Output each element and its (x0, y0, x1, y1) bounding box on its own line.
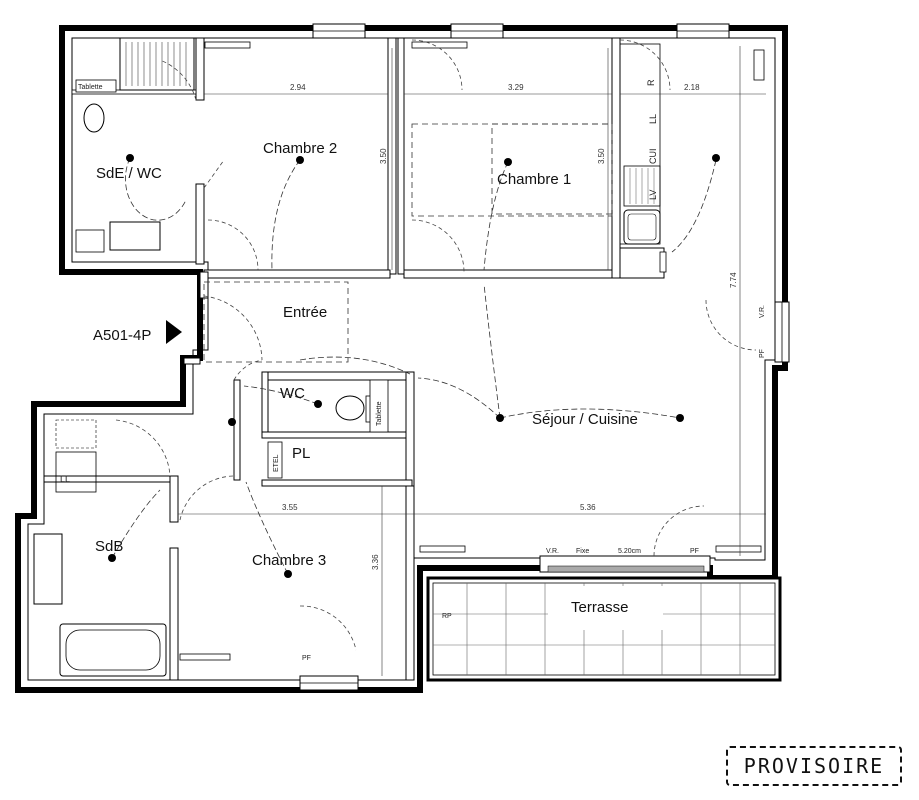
unit-label: A501-4P (93, 327, 151, 344)
dim-336: 3.36 (371, 554, 380, 570)
room-label-chambre-3: Chambre 3 (252, 552, 326, 569)
door-swings (115, 39, 757, 651)
room-label-sejour: Séjour / Cuisine (532, 411, 638, 428)
r-label: R (646, 79, 656, 86)
rp-label: RP (442, 613, 452, 620)
room-label-sdb: SdB (95, 538, 123, 555)
dim-350-a: 3.50 (379, 148, 388, 164)
tablette-label-sde: Tablette (78, 84, 103, 91)
wiring (111, 157, 717, 575)
dim-355: 3.55 (282, 503, 298, 512)
pf-label-bay: PF (690, 548, 699, 555)
tablette-label-wc: Tablette (376, 401, 383, 426)
etel-label: ETEL (273, 454, 280, 472)
terrace (426, 576, 782, 682)
pf-label-c3: PF (302, 655, 311, 662)
vr-label-side: V.R. (759, 305, 766, 318)
lv-label: LV (648, 190, 658, 200)
ll-kitchen-label: LL (648, 114, 658, 124)
dim-536: 5.36 (580, 503, 596, 512)
ll-bath-label: LL (60, 474, 70, 484)
kitchen-fixtures (619, 43, 765, 245)
vr-label-bay: V.R. (546, 548, 559, 555)
room-label-wc: WC (280, 385, 305, 402)
radiators (179, 41, 762, 661)
width-520-label: 5.20cm (618, 548, 641, 555)
room-label-entree: Entrée (283, 304, 327, 321)
closets (203, 123, 613, 363)
fixe-label: Fixe (576, 548, 589, 555)
windows (299, 23, 790, 691)
entry-arrow-icon (166, 320, 182, 344)
room-label-chambre-2: Chambre 2 (263, 140, 337, 157)
light-points (108, 154, 720, 578)
dim-350-b: 3.50 (597, 148, 606, 164)
dim-218: 2.18 (684, 83, 700, 92)
dim-329: 3.29 (508, 83, 524, 92)
dim-774: 7.74 (729, 272, 738, 288)
cui-label: CUI (648, 149, 658, 165)
dimension-lines (178, 46, 766, 676)
room-label-chambre-1: Chambre 1 (497, 171, 571, 188)
room-label-pl: PL (292, 445, 310, 462)
provisional-stamp: PROVISOIRE (726, 746, 902, 786)
room-label-terrasse: Terrasse (571, 599, 629, 616)
wc-bath-fixtures (33, 379, 389, 677)
sde-fixtures (75, 37, 195, 253)
pf-label-side: PF (759, 349, 766, 358)
room-label-sde-wc: SdE / WC (96, 165, 162, 182)
dim-294: 2.94 (290, 83, 306, 92)
